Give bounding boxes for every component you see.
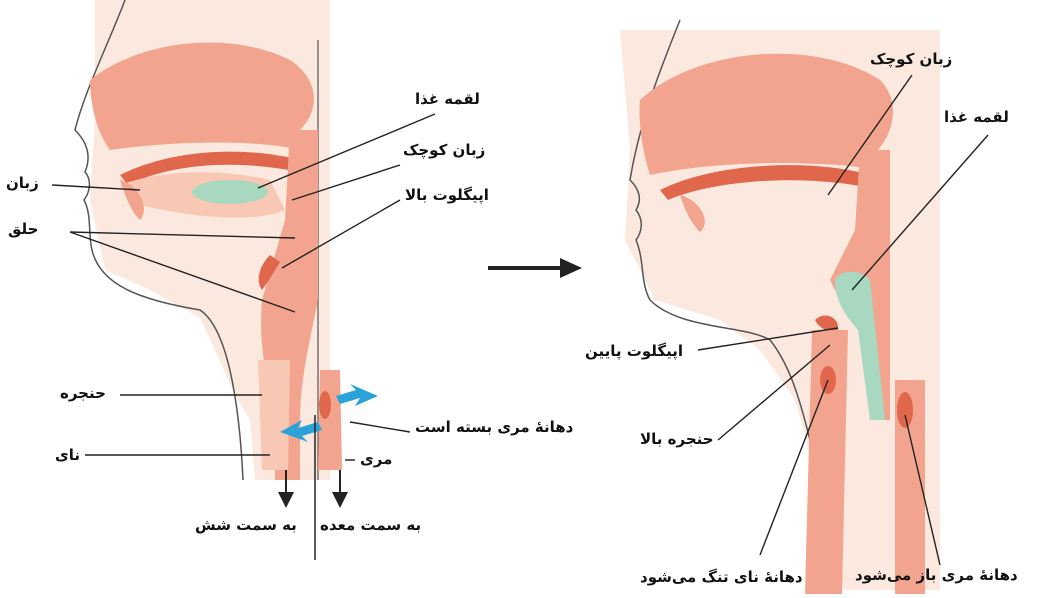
- left-head-illustration: [75, 0, 378, 560]
- label-to-stomach: به سمت معده: [320, 518, 421, 533]
- label-esophagus: مری: [360, 452, 392, 467]
- blue-arrow-icon: [336, 384, 378, 406]
- label-pharynx: حلق: [8, 222, 38, 237]
- right-esophagus-opening: [897, 392, 913, 428]
- label-esophagus-opens: دهانۀ مری باز می‌شود: [855, 568, 1018, 583]
- label-epiglottis-down: اپیگلوت پایین: [585, 344, 683, 359]
- label-uvula-right: زبان کوچک: [870, 52, 952, 67]
- label-trachea: نای: [55, 448, 80, 463]
- right-arrow-icon: [488, 258, 582, 278]
- left-larynx: [258, 360, 290, 470]
- label-uvula-left: زبان کوچک: [403, 143, 485, 158]
- label-to-lungs: به سمت شش: [195, 518, 297, 533]
- label-trachea-narrows: دهانۀ نای تنگ می‌شود: [640, 570, 803, 585]
- label-larynx: حنجره: [60, 386, 106, 401]
- left-esophagus: [318, 370, 342, 470]
- label-esophagus-closed: دهانۀ مری بسته است: [415, 420, 573, 435]
- label-food-bolus-left: لقمه غذا: [415, 92, 480, 107]
- label-tongue-left: زبان: [6, 176, 39, 191]
- left-food-bolus: [192, 180, 268, 204]
- label-food-bolus-right: لقمه غذا: [944, 110, 1009, 125]
- right-head-illustration: [620, 20, 940, 594]
- left-esophagus-opening: [319, 391, 331, 419]
- label-larynx-up: حنجره بالا: [640, 432, 714, 447]
- label-epiglottis-up: اپیگلوت بالا: [405, 188, 489, 203]
